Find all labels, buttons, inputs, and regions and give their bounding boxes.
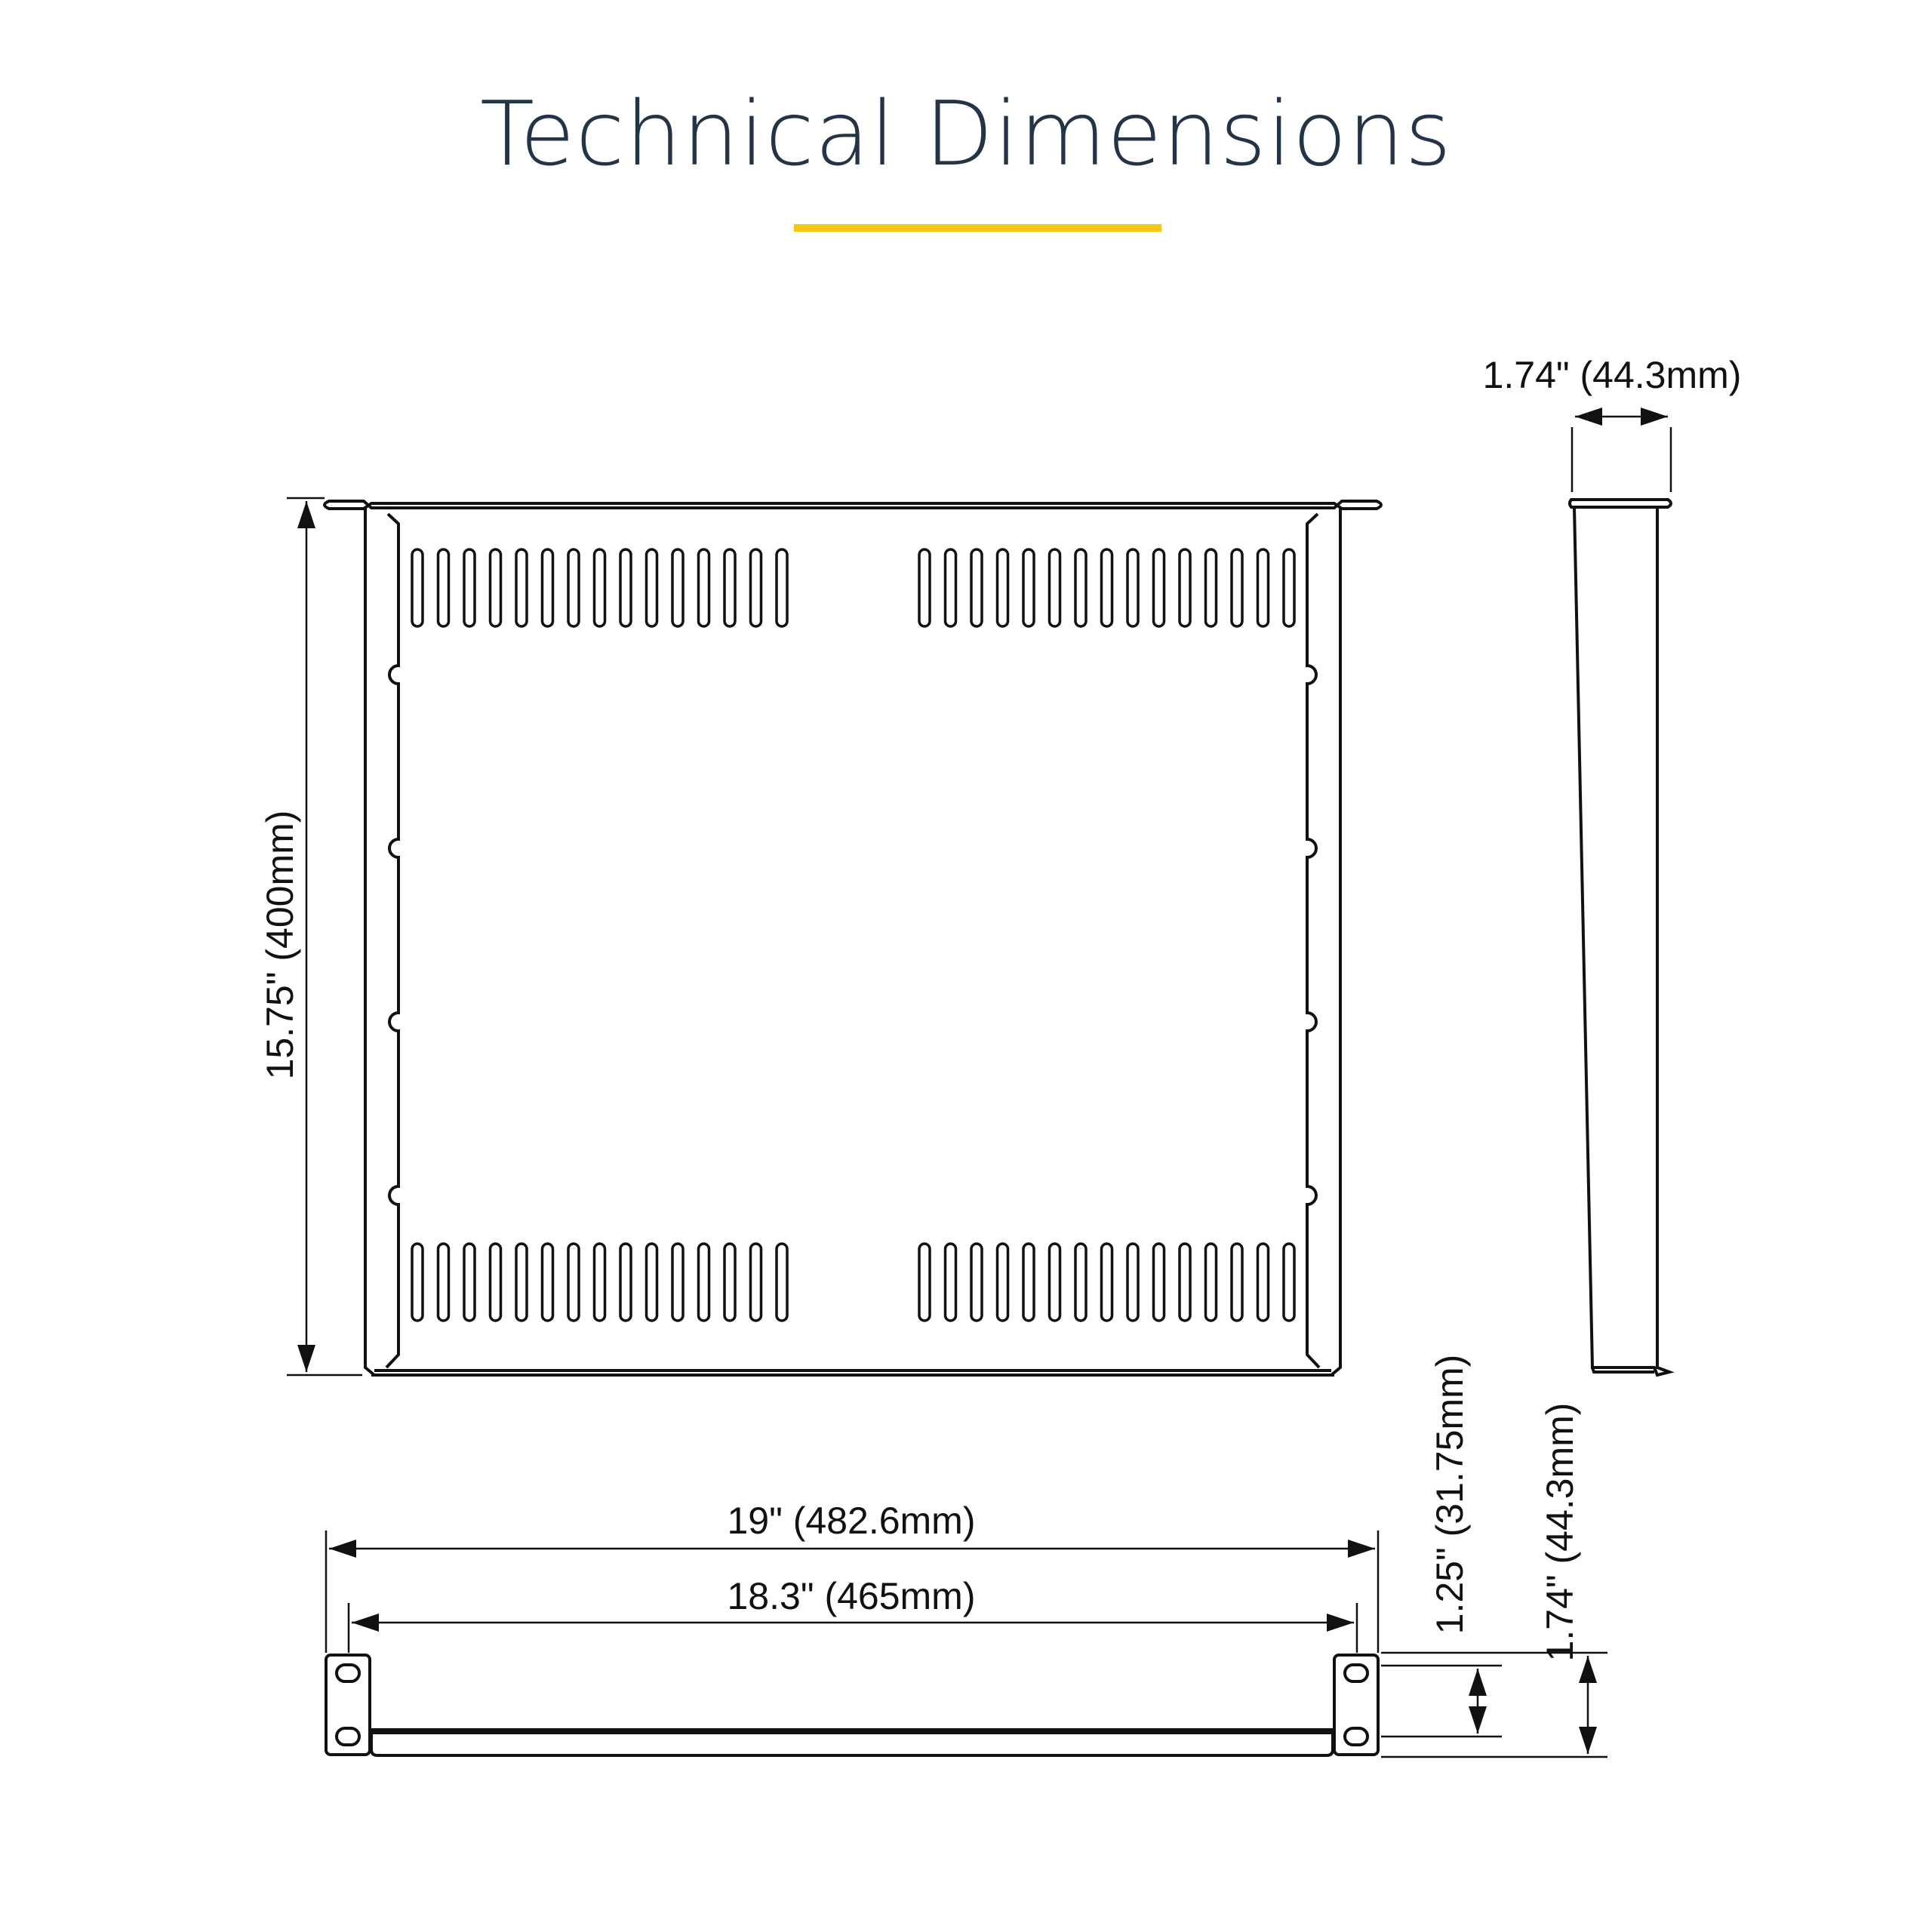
ear-height-label: 1.25" (31.75mm)	[1429, 1355, 1471, 1635]
vent-slot	[1256, 1242, 1270, 1322]
vent-slot	[1022, 548, 1035, 628]
vent-slot	[1074, 1242, 1088, 1322]
top-view-front-rim	[323, 500, 1383, 510]
vent-slot	[619, 548, 632, 628]
depth-dimension	[287, 497, 362, 1377]
vent-slot	[1204, 548, 1218, 628]
vent-slot	[1100, 1242, 1114, 1322]
top-view-back-edge	[371, 1369, 1334, 1377]
vent-slot	[749, 548, 763, 628]
vent-slot	[488, 1242, 503, 1322]
vent-slot	[918, 1242, 931, 1322]
side-view	[1568, 498, 1675, 1377]
vent-slot	[671, 548, 685, 628]
inner-width-dimension	[347, 1603, 1358, 1653]
front-right-ear	[1333, 1654, 1380, 1756]
vent-slot	[1178, 1242, 1192, 1322]
top-view-left-flange	[364, 508, 376, 1377]
vent-slot	[697, 548, 711, 628]
vent-slot	[1256, 548, 1270, 628]
vent-slot	[943, 1242, 958, 1322]
vent-slot	[540, 1242, 555, 1322]
front-right-hole-bottom	[1343, 1727, 1369, 1746]
vent-slot	[592, 548, 607, 628]
front-left-ear	[325, 1654, 371, 1756]
vent-slot	[411, 548, 424, 628]
vent-slot	[697, 1242, 711, 1322]
vent-slot	[645, 548, 659, 628]
vent-slot	[1152, 548, 1166, 628]
side-view-bottom	[1591, 1367, 1654, 1374]
vent-slot	[1204, 1242, 1218, 1322]
vent-slot	[463, 548, 476, 628]
side-view-body	[1573, 506, 1675, 1377]
overall-height-dimension	[1381, 1651, 1607, 1758]
vent-slot	[1100, 548, 1114, 628]
vent-slot	[1152, 1242, 1166, 1322]
side-view-top-lip	[1568, 498, 1672, 509]
overall-height-label: 1.74" (44.3mm)	[1539, 1403, 1581, 1662]
vent-slot	[723, 548, 737, 628]
vent-slot	[1126, 1242, 1140, 1322]
vent-slot	[995, 548, 1010, 628]
vent-slot	[1048, 548, 1062, 628]
vent-slot	[515, 1242, 528, 1322]
vent-slot	[918, 548, 931, 628]
vent-slot	[775, 548, 789, 628]
vent-slot	[1282, 1242, 1296, 1322]
inner-width-label: 18.3" (465mm)	[728, 1575, 976, 1617]
front-shelf-body	[370, 1728, 1334, 1757]
vent-slot	[671, 1242, 685, 1322]
vent-slot	[1074, 548, 1088, 628]
vent-slot	[943, 548, 958, 628]
front-left-hole-bottom	[335, 1727, 361, 1746]
ear-height-dimension	[1381, 1664, 1502, 1738]
vent-slot	[592, 1242, 607, 1322]
vent-slot	[488, 548, 503, 628]
front-view	[325, 1654, 1380, 1757]
depth-label: 15.75" (400mm)	[259, 811, 301, 1080]
vent-slot	[1230, 1242, 1244, 1322]
vent-slot	[723, 1242, 737, 1322]
vent-slot	[970, 1242, 983, 1322]
vent-slot	[619, 1242, 632, 1322]
top-view-inner-panel	[385, 512, 1321, 1369]
overall-width-label: 19" (482.6mm)	[728, 1500, 976, 1542]
vent-slot	[567, 548, 580, 628]
front-left-hole-top	[335, 1663, 361, 1683]
vent-slot	[1178, 548, 1192, 628]
overall-width-dimension	[325, 1531, 1380, 1653]
vent-slot	[515, 548, 528, 628]
top-view	[323, 500, 1383, 1377]
vent-slot	[1048, 1242, 1062, 1322]
vent-slot	[749, 1242, 763, 1322]
vent-slot	[1230, 548, 1244, 628]
ventilation-slots	[411, 548, 1296, 1322]
side-width-label: 1.74" (44.3mm)	[1483, 354, 1742, 396]
vent-slot	[567, 1242, 580, 1322]
vent-slot	[1126, 548, 1140, 628]
vent-slot	[436, 1242, 451, 1322]
side-width-dimension	[1571, 408, 1672, 492]
top-view-right-flange	[1330, 508, 1342, 1377]
vent-slot	[645, 1242, 659, 1322]
vent-slot	[411, 1242, 424, 1322]
vent-slot	[970, 548, 983, 628]
vent-slot	[540, 548, 555, 628]
vent-slot	[775, 1242, 789, 1322]
title-underline	[794, 224, 1161, 232]
vent-slot	[1282, 548, 1296, 628]
vent-slot	[436, 548, 451, 628]
vent-slot	[1022, 1242, 1035, 1322]
vent-slot	[995, 1242, 1010, 1322]
vent-slot	[463, 1242, 476, 1322]
front-right-hole-top	[1343, 1663, 1369, 1683]
page-title: Technical Dimensions	[479, 82, 1453, 186]
